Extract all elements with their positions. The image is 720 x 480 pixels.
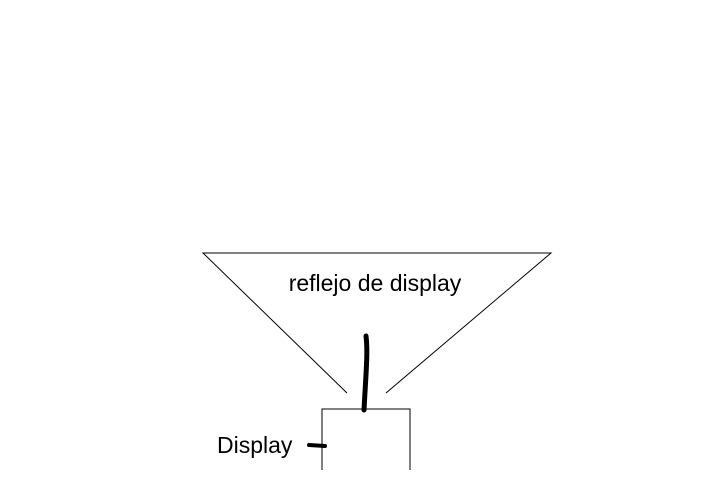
reflection-label: reflejo de display bbox=[289, 270, 462, 296]
display-label: Display bbox=[217, 432, 293, 458]
reflector-left-edge bbox=[201, 252, 553, 394]
reflection-beam-stroke bbox=[361, 333, 370, 413]
display-box bbox=[321, 408, 411, 470]
display-pointer-stroke bbox=[307, 443, 327, 448]
